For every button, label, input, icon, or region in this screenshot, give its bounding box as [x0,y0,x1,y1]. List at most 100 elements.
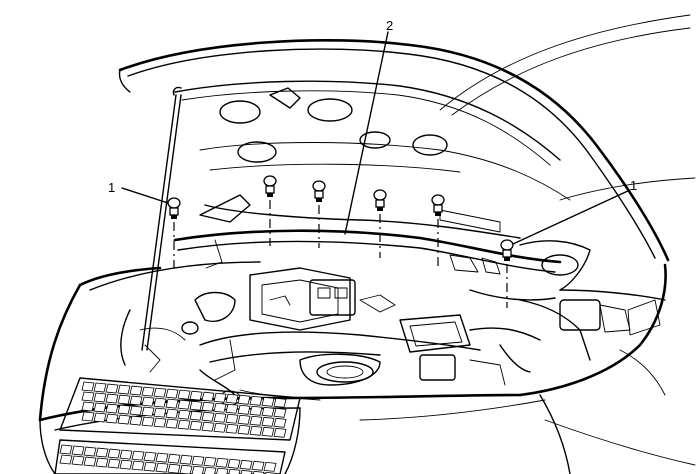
grille-cell [201,391,215,402]
grille-cell [167,453,181,464]
clip-right [500,239,514,308]
grille-cell [129,395,143,406]
grille-cell [177,419,191,430]
grille-cell [93,382,107,393]
grille-cell [191,455,205,466]
grille-cell [261,416,275,427]
grille-cell [143,461,157,472]
grille-cell [225,403,239,414]
grille-cell [83,446,97,457]
grille-cell [131,450,145,461]
grille-cell [129,405,143,416]
grille-cell [215,457,229,468]
grille-cell [105,413,119,424]
grille-cell [177,389,191,400]
grille-cell [273,407,287,418]
grille-cell [93,402,107,413]
grille-cell [240,469,253,474]
grille-cell [237,414,251,425]
grille-cell [93,392,107,403]
grille-cell [153,387,167,398]
grille-cell [263,461,277,472]
grille-cell [189,390,203,401]
clip-center-2 [312,180,326,248]
grille-cell [225,413,239,424]
grille-cell [117,384,131,395]
grille-cell [227,458,241,469]
grille-cell [119,459,133,470]
grille-cell [141,416,155,427]
grille-cell [249,425,263,436]
grille-cell [189,410,203,421]
hood-panel [118,39,670,262]
grille-cell [179,464,193,474]
grille-cell [107,448,121,459]
grille-cell [153,407,167,418]
grille-cell [95,447,109,458]
grille-cell [117,404,131,415]
grille-cell [155,462,169,473]
grille-cell [165,418,179,429]
grille-cell [95,457,109,468]
clip-center-1 [263,175,277,246]
grille-cell [117,394,131,405]
clip-center-3 [373,189,387,258]
grille-cell [177,409,191,420]
grille-cell [237,424,251,435]
grille-cell [225,423,239,434]
grille-cell [107,458,121,469]
clip-center-4 [431,194,445,266]
grille-cell [81,391,95,402]
grille-cell [237,404,251,415]
grille-cell [201,401,215,412]
grille-cell [141,406,155,417]
grille-cell [83,456,97,467]
grille-cell [71,455,85,466]
callout-leader-right [512,189,631,245]
callout-leader-center [344,31,389,235]
grille-cell [273,397,287,408]
windshield-outline [439,14,696,466]
grille-cell [273,427,287,438]
grille-cell [261,406,275,417]
grille-cell [213,412,227,423]
grille-cell [261,396,275,407]
grille-cell [165,408,179,419]
grille-cell [71,445,85,456]
grille-cell [201,421,215,432]
grille-cell [105,383,119,394]
grille-cell [153,397,167,408]
grille-cell [177,399,191,410]
engine-compartment [89,261,666,406]
grille-cell [213,392,227,403]
grille-cell [105,393,119,404]
grille-cell [213,402,227,413]
grille-cell [165,398,179,409]
grille-cell [261,426,275,437]
grille-cell [273,417,287,428]
grille-cell [81,401,95,412]
grille-cell [239,459,253,470]
grille-cell [165,388,179,399]
grille-cell [129,385,143,396]
grille-cell [249,405,263,416]
grille-cell [203,466,217,474]
grille-cell [249,415,263,426]
grille-cell [203,456,217,467]
grille-cell [252,470,265,474]
grille-cell [179,454,193,465]
grille-cell [237,394,251,405]
grille-cell [117,414,131,425]
grille-cell [119,449,133,460]
grille-cell [105,403,119,414]
hood-prop-rod [141,86,182,351]
callout-label-1-right: 1 [630,178,637,193]
grille-cell [141,386,155,397]
grille-cell [251,460,265,471]
grille-cell [81,411,95,422]
grille-cell [93,412,107,423]
grille-cell [249,395,263,406]
